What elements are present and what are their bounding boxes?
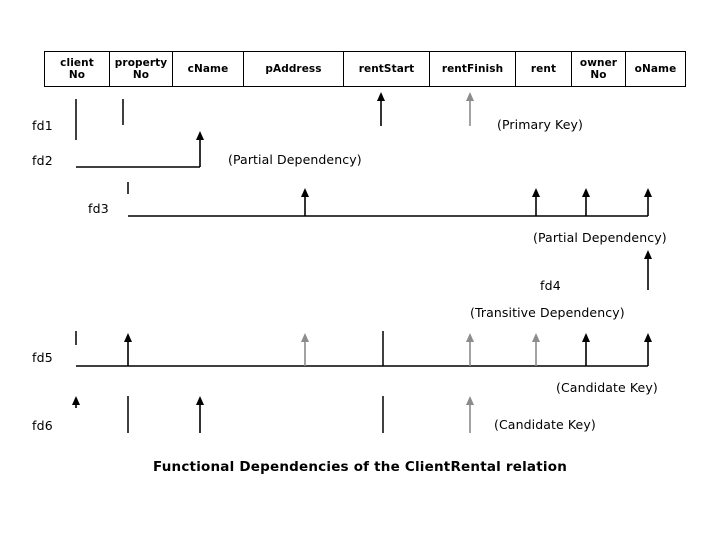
fd-label-fd1: fd1 xyxy=(32,118,53,133)
arrow-head-fd4-oName xyxy=(644,250,652,259)
annotation-partial-dependency-1: (Partial Dependency) xyxy=(228,152,362,167)
arrow-head-fd5-ownerNo xyxy=(582,333,590,342)
attribute-label-line2: No xyxy=(132,69,150,81)
arrow-head-fd3-ownerNo xyxy=(582,188,590,197)
attribute-cell-rentStart: rentStart xyxy=(343,51,430,87)
attribute-label-line1: client xyxy=(60,56,94,69)
attribute-header-table: client No property No cName pAddress ren… xyxy=(44,51,686,87)
arrow-head-fd5-oName xyxy=(644,333,652,342)
attribute-header-row: client No property No cName pAddress ren… xyxy=(44,51,686,87)
diagram-caption: Functional Dependencies of the ClientRen… xyxy=(152,459,568,475)
arrow-head-fd6-clientNo xyxy=(72,396,80,405)
dependency-group-fd6 xyxy=(72,396,474,433)
arrow-head-fd6-rentFinish xyxy=(466,396,474,405)
attribute-label-line2: No xyxy=(590,69,607,81)
dependency-group-fd1 xyxy=(75,92,474,140)
attribute-cell-clientNo: client No xyxy=(44,51,110,87)
arrow-head-fd5-rentFinish xyxy=(466,333,474,342)
arrow-head-fd2-cName xyxy=(196,131,204,140)
arrow-head-fd5-pAddress xyxy=(301,333,309,342)
attribute-cell-cName: cName xyxy=(172,51,244,87)
fd-label-fd6: fd6 xyxy=(32,418,53,433)
annotation-primary-key: (Primary Key) xyxy=(497,117,583,132)
attribute-label-line1: rentFinish xyxy=(441,62,504,75)
dependency-group-fd3 xyxy=(127,182,652,217)
dependency-group-fd5 xyxy=(75,331,652,367)
dependency-group-fd4 xyxy=(644,250,652,290)
arrow-head-fd5-rent xyxy=(532,333,540,342)
attribute-cell-rent: rent xyxy=(515,51,572,87)
dependency-group-fd2 xyxy=(76,131,204,168)
attribute-label-line1: oName xyxy=(634,62,677,75)
attribute-label-line2: No xyxy=(68,69,86,81)
attribute-cell-oName: oName xyxy=(625,51,686,87)
attribute-label-line1: owner xyxy=(579,56,618,69)
attribute-cell-ownerNo: owner No xyxy=(571,51,626,87)
fd-label-fd3: fd3 xyxy=(88,201,109,216)
annotation-candidate-key-1: (Candidate Key) xyxy=(556,380,658,395)
attribute-label-line1: property xyxy=(114,56,168,69)
fd-label-fd5: fd5 xyxy=(32,350,53,365)
arrow-head-fd3-oName xyxy=(644,188,652,197)
annotation-partial-dependency-2: (Partial Dependency) xyxy=(533,230,667,245)
arrow-head-fd1-rentStart xyxy=(377,92,385,101)
attribute-label-line1: rent xyxy=(530,62,557,75)
arrow-head-fd5-propertyNo xyxy=(124,333,132,342)
annotation-transitive-dependency: (Transitive Dependency) xyxy=(470,305,625,320)
attribute-label-line1: rentStart xyxy=(358,62,415,75)
fd-label-fd4: fd4 xyxy=(540,278,561,293)
annotation-candidate-key-2: (Candidate Key) xyxy=(494,417,596,432)
attribute-label-line1: pAddress xyxy=(265,62,322,75)
fd-label-fd2: fd2 xyxy=(32,153,53,168)
arrow-head-fd1-rentFinish xyxy=(466,92,474,101)
arrow-head-fd3-pAddress xyxy=(301,188,309,197)
attribute-cell-rentFinish: rentFinish xyxy=(429,51,516,87)
attribute-label-line1: cName xyxy=(187,62,229,75)
attribute-cell-pAddress: pAddress xyxy=(243,51,344,87)
arrow-head-fd6-cName xyxy=(196,396,204,405)
arrow-head-fd3-rent xyxy=(532,188,540,197)
